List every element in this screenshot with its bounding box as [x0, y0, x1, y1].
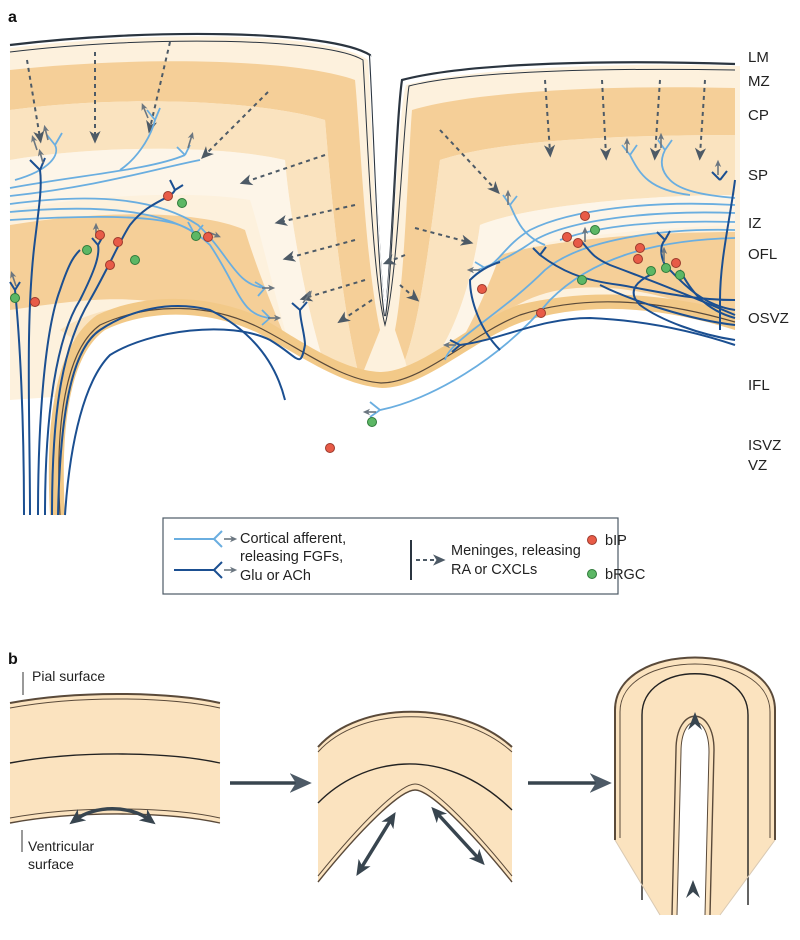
- legend-bip-label: bIP: [605, 533, 627, 549]
- bip-cell: [31, 298, 40, 307]
- bip-cell: [96, 231, 105, 240]
- layer-label-iz: IZ: [748, 215, 761, 232]
- bip-cell: [581, 212, 590, 221]
- layer-label-mz: MZ: [748, 73, 770, 90]
- bip-cell: [106, 261, 115, 270]
- layer-label-isvz: ISVZ: [748, 437, 781, 454]
- brgc-cell: [11, 294, 20, 303]
- legend-afferent-line2: releasing FGFs,: [240, 549, 343, 565]
- layer-label-cp: CP: [748, 107, 769, 124]
- bip-cell: [563, 233, 572, 242]
- legend-afferent-line3: Glu or ACh: [240, 568, 311, 584]
- brgc-cell: [83, 246, 92, 255]
- brgc-cell: [131, 256, 140, 265]
- bip-cell: [537, 309, 546, 318]
- layer-label-ifl: IFL: [748, 377, 770, 394]
- bip-cell: [672, 259, 681, 268]
- brgc-cell: [368, 418, 377, 427]
- ventricular-surface-label-1: Ventricular: [28, 838, 94, 854]
- stage-3-folded-cortex: [615, 658, 775, 916]
- stage-1-flat-cortex: Pial surface Ventricular surface: [10, 668, 220, 872]
- brgc-cell: [178, 199, 187, 208]
- ventricular-surface-label-2: surface: [28, 856, 74, 872]
- bip-cell: [114, 238, 123, 247]
- layer-label-vz: VZ: [748, 457, 767, 474]
- legend: Cortical afferent, releasing FGFs, Glu o…: [163, 518, 645, 594]
- pial-surface-label: Pial surface: [32, 668, 105, 684]
- layer-label-osvz: OSVZ: [748, 310, 789, 327]
- legend-afferent-line1: Cortical afferent,: [240, 531, 346, 547]
- layer-label-sp: SP: [748, 167, 768, 184]
- brgc-cell: [676, 271, 685, 280]
- bip-cell: [634, 255, 643, 264]
- panel-a-label: a: [8, 9, 17, 26]
- legend-meninges-line2: RA or CXCLs: [451, 562, 537, 578]
- bip-cell: [636, 244, 645, 253]
- layer-label-lm: LM: [748, 49, 769, 66]
- brgc-cell: [591, 226, 600, 235]
- legend-brgc-label: bRGC: [605, 567, 645, 583]
- bip-cell: [574, 239, 583, 248]
- legend-brgc-dot: [588, 570, 597, 579]
- legend-meninges-line1: Meninges, releasing: [451, 543, 581, 559]
- stage-2-bending-cortex: [318, 712, 512, 882]
- brgc-cell: [578, 276, 587, 285]
- legend-bip-dot: [588, 536, 597, 545]
- brgc-cell: [192, 232, 201, 241]
- bip-cell: [204, 233, 213, 242]
- layer-label-ofl: OFL: [748, 246, 777, 263]
- brgc-cell: [662, 264, 671, 273]
- panel-b-label: b: [8, 651, 18, 668]
- bip-cell: [478, 285, 487, 294]
- brgc-cell: [647, 267, 656, 276]
- bip-cell: [326, 444, 335, 453]
- bip-cell: [164, 192, 173, 201]
